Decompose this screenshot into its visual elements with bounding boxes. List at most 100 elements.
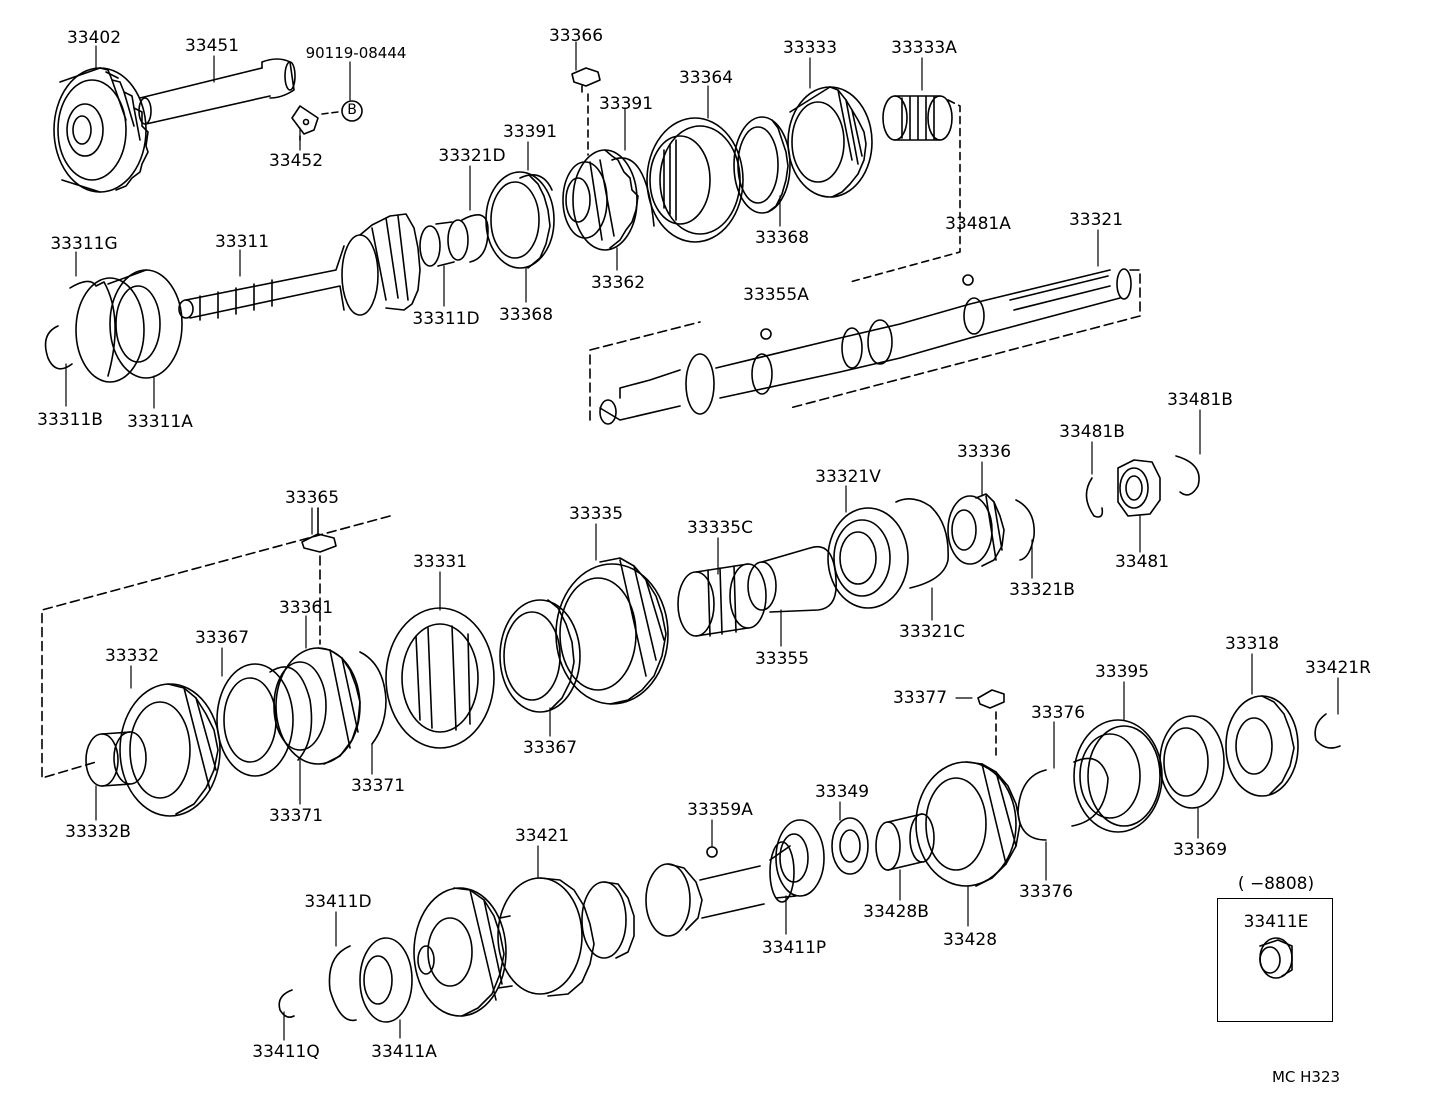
- sleeve-33331: [386, 608, 494, 748]
- spacer-33355: [748, 547, 836, 612]
- gear-33335: [556, 558, 668, 704]
- ring-33368-left: [486, 172, 554, 268]
- part-label: 33335C: [687, 518, 753, 538]
- synchro-33395: [1074, 720, 1162, 832]
- ring-33411D: [329, 946, 356, 1020]
- marker-33355A: [761, 329, 771, 339]
- bearing-33311A: [76, 270, 182, 382]
- gear-33336: [948, 494, 1004, 566]
- gear-33318: [1226, 696, 1298, 796]
- bearing-33321V: [828, 508, 908, 608]
- part-label: 33331: [412, 552, 468, 572]
- part-label: 33364: [678, 68, 734, 88]
- key-33365: [302, 508, 336, 552]
- part-label: 33367: [522, 738, 578, 758]
- ring-33391-a: [520, 175, 552, 190]
- part-label: 33411P: [761, 938, 827, 958]
- part-label: 33451: [184, 36, 240, 56]
- key-33377: [978, 690, 1004, 708]
- bearing-33333A: [883, 96, 952, 140]
- ring-33376-a: [1018, 770, 1046, 840]
- shaft-33451: [139, 59, 295, 124]
- part-label: 33481A: [945, 214, 1011, 234]
- part-label: 33367: [194, 628, 250, 648]
- part-label: 33321C: [899, 622, 965, 642]
- inset-range-label: ( −8808): [1237, 874, 1315, 894]
- bearing-33332B: [86, 732, 146, 786]
- ring-33421R: [1315, 714, 1340, 748]
- part-label: 33365: [284, 488, 340, 508]
- ring-33371-left: [270, 667, 312, 760]
- bearing-33411P: [776, 820, 824, 896]
- part-label: 33318: [1224, 634, 1280, 654]
- part-label: 33411E: [1243, 912, 1309, 932]
- part-label: 33402: [66, 28, 122, 48]
- part-label: 33321D: [438, 146, 506, 166]
- ring-33481B-right: [1176, 456, 1199, 495]
- part-label: 90119-08444: [305, 44, 407, 62]
- key-33366: [572, 68, 600, 92]
- part-label: 33369: [1172, 840, 1228, 860]
- ring-33369: [1160, 716, 1224, 808]
- ring-33311G: [70, 281, 115, 376]
- sleeve-33364: [647, 118, 743, 242]
- part-label: 33333A: [891, 38, 957, 58]
- ring-33367-right: [500, 600, 580, 712]
- part-label: 33349: [814, 782, 870, 802]
- nut-33411E: [1260, 938, 1292, 978]
- part-label: 33391: [502, 122, 558, 142]
- marker-33481A: [963, 275, 973, 285]
- part-label: 33311G: [50, 234, 118, 254]
- ring-33321C: [896, 499, 948, 588]
- ring-33371-right: [360, 652, 386, 744]
- ring-33376-b: [1072, 758, 1108, 826]
- part-label: 33311B: [37, 410, 103, 430]
- bearing-33411A: [360, 938, 412, 1022]
- pin-33452: [292, 106, 318, 140]
- counter-gear-33421: [414, 842, 796, 1016]
- part-label: 33362: [590, 273, 646, 293]
- part-label: 33421R: [1305, 658, 1371, 678]
- ring-33391-b: [612, 158, 654, 226]
- circle-letter: B: [347, 102, 357, 118]
- ring-33311B: [46, 326, 72, 369]
- part-label: 33411D: [304, 892, 372, 912]
- bearing-33428B: [876, 814, 934, 870]
- nut-33481: [1118, 460, 1160, 516]
- part-label: 33311: [214, 232, 270, 252]
- counter-shaft-frame: [590, 270, 1140, 420]
- part-label: 33376: [1018, 882, 1074, 902]
- counter-shaft-33321: [600, 269, 1131, 424]
- part-label: 33481B: [1167, 390, 1233, 410]
- part-label: 33421: [514, 826, 570, 846]
- part-label: 33332: [104, 646, 160, 666]
- pointer-90119: [322, 112, 338, 114]
- part-label: 33411A: [371, 1042, 437, 1062]
- part-label: 33311D: [412, 309, 480, 329]
- ring-33411Q: [279, 990, 294, 1017]
- gear-33402: [54, 68, 148, 192]
- circle-b-marker: [342, 101, 362, 121]
- part-label: 33368: [498, 305, 554, 325]
- gear-33333: [788, 87, 872, 197]
- ring-33321D: [462, 215, 488, 262]
- part-label: 33366: [548, 26, 604, 46]
- part-label: 33371: [350, 776, 406, 796]
- ring-33321B: [1016, 500, 1034, 560]
- part-label: 33368: [754, 228, 810, 248]
- gear-33332: [120, 684, 220, 816]
- gear-dash-frame: [42, 516, 390, 778]
- bearing-dash-line: [850, 100, 960, 282]
- part-label: 33428: [942, 930, 998, 950]
- part-label: 33359A: [687, 800, 753, 820]
- hub-33362: [563, 150, 638, 250]
- part-label: 33391: [598, 94, 654, 114]
- leader-lines: [66, 42, 1338, 1040]
- part-label: 33376: [1030, 703, 1086, 723]
- part-label: 33311A: [127, 412, 193, 432]
- part-label: 33335: [568, 504, 624, 524]
- footer-code: MC H323: [1271, 1068, 1341, 1086]
- part-label: 33361: [278, 598, 334, 618]
- part-label: 33411Q: [252, 1042, 320, 1062]
- part-label: 33355: [754, 649, 810, 669]
